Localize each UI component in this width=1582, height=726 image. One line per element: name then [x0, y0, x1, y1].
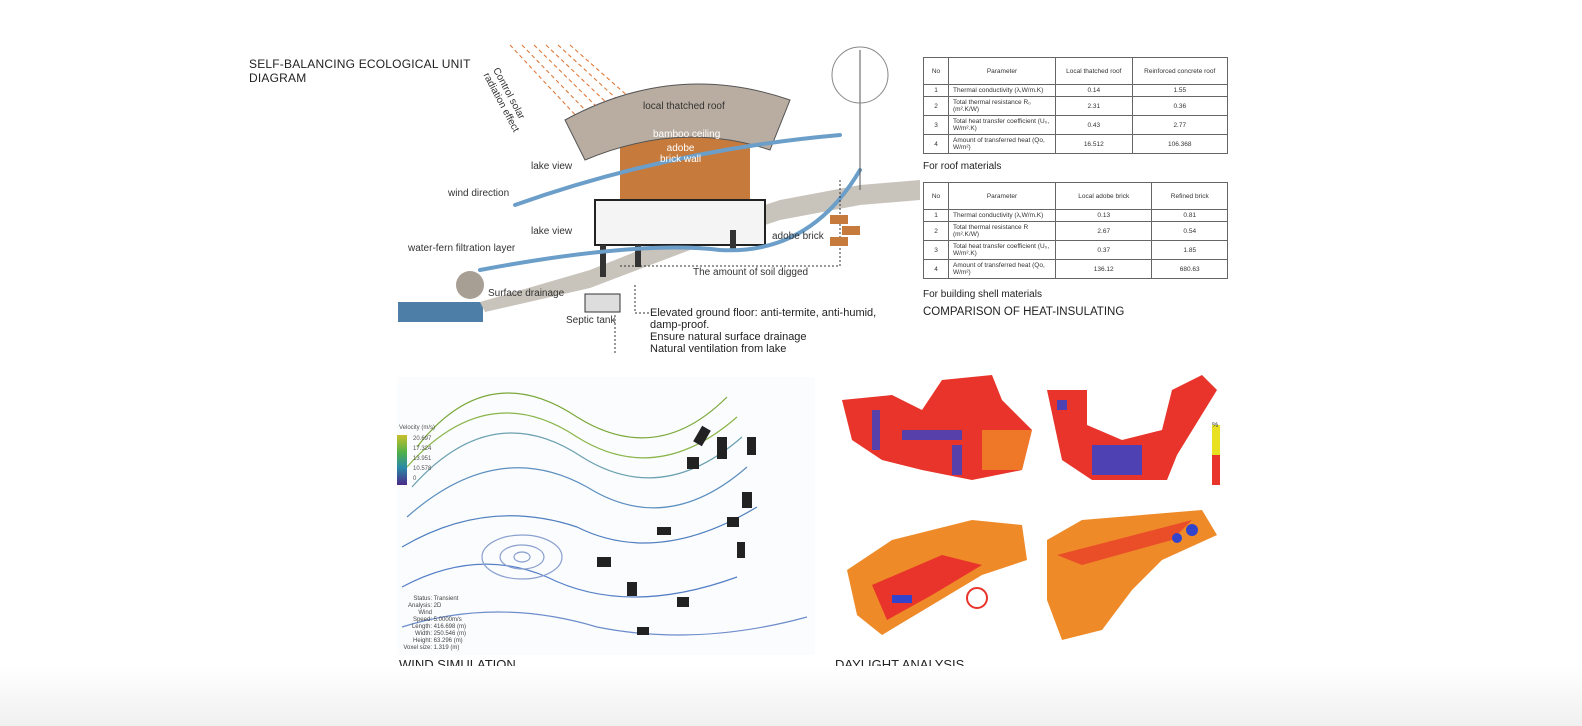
daylight-legend-unit: % [1212, 422, 1219, 429]
table-row: 2 Total thermal resistance R₀ (m².K/W) 2… [923, 96, 1229, 116]
table-row: 4 Amount of transferred heat (Qo, W/m²) … [923, 259, 1228, 279]
stat-row: Height: 63.296 (m) [412, 638, 463, 644]
label-soil: The amount of soil digged [693, 267, 809, 278]
label-septic-tank: Septic tank [566, 315, 616, 326]
shell-table-caption: For building shell materials [923, 289, 1042, 300]
stat-row: Voxel size: 1.319 (m) [403, 645, 460, 651]
solar-rays [509, 44, 631, 121]
diagram-notes: Elevated ground floor: anti-termite, ant… [650, 307, 876, 355]
label-wind-direction: wind direction [448, 188, 510, 199]
stat-row: Width: 250.546 (m) [414, 631, 467, 637]
wind-simulation-image [397, 377, 815, 655]
col-a: Local thatched roof [1055, 57, 1133, 85]
table-row: 2 Total thermal resistance R (m².K/W) 2.… [923, 221, 1228, 241]
wind-arrows [478, 133, 862, 272]
notes-connector [614, 285, 650, 355]
label-filtration: water-fern filtration layer [408, 243, 516, 254]
daylight-model-1 [842, 375, 1032, 480]
label-surface-drainage: Surface drainage [488, 288, 565, 299]
roof-table-caption: For roof materials [923, 161, 1002, 172]
stat-row: Analysis: 2D [407, 603, 442, 609]
label-adobe-brick: adobe brick [772, 231, 824, 242]
note-1: Elevated ground floor: anti-termite, ant… [650, 307, 877, 319]
note-3: Ensure natural surface drainage [650, 331, 807, 343]
label-ceiling: bamboo ceiling [653, 129, 721, 140]
roof-table-header: No Parameter Local thatched roof Reinfor… [923, 57, 1229, 85]
shell-table-header: No Parameter Local adobe brick Refined b… [923, 182, 1228, 210]
stilts [600, 230, 736, 277]
note-2: damp-proof. [650, 319, 710, 331]
wind-stats: Status: Transient Analysis: 2D Wind Spee… [398, 596, 466, 652]
stat-row: Status: Transient [413, 596, 459, 602]
adobe-bricks [830, 215, 860, 246]
note-4: Natural ventilation from lake [650, 343, 787, 355]
table-row: 3 Total heat transfer coefficient (U₀, W… [923, 240, 1228, 260]
velocity-legend-title: Velocity (m/s) [399, 425, 436, 431]
label-wall: adobe brick wall [660, 143, 702, 165]
table-row: 1 Thermal conductivity (λ,W/m.K) 0.14 1.… [923, 84, 1229, 97]
daylight-model-3 [847, 520, 1027, 635]
velocity-legend-bar [397, 435, 407, 485]
daylight-model-2 [1047, 375, 1220, 485]
table-row: 4 Amount of transferred heat (Qo, W/m²) … [923, 134, 1229, 154]
diagram-title-line1: SELF-BALANCING ECOLOGICAL UNIT [249, 57, 471, 71]
col-b: Reinforced concrete roof [1131, 57, 1229, 85]
thatched-roof [564, 83, 791, 161]
ecological-section-diagram [398, 44, 920, 355]
lake-tree [456, 271, 484, 299]
stat-row: Wind Speed: 5.0000m/s [412, 610, 462, 623]
roof-table: No Parameter Local thatched roof Reinfor… [923, 57, 1229, 154]
col-parameter: Parameter [948, 57, 1056, 85]
col-no: No [923, 57, 949, 85]
diagram-title-line2: DIAGRAM [249, 71, 307, 85]
diagram-title: SELF-BALANCING ECOLOGICAL UNIT DIAGRAM [249, 57, 471, 85]
table-row: 3 Total heat transfer coefficient (U₀, W… [923, 115, 1229, 135]
septic-tank-box [584, 293, 621, 313]
col-b: Refined brick [1151, 182, 1228, 210]
daylight-model-4 [1047, 510, 1217, 640]
stat-row: Length: 416.698 (m) [411, 624, 467, 630]
col-no: No [923, 182, 949, 210]
daylight-analysis-image [842, 375, 1220, 640]
lake-water [398, 302, 483, 322]
label-lake-view-top: lake view [531, 161, 573, 172]
soil-line [620, 180, 841, 267]
floor-shadow [0, 666, 1582, 726]
comparison-title: COMPARISON OF HEAT-INSULATING [923, 306, 1125, 318]
velocity-legend: Velocity (m/s) 20.697 17.324 13.951 10.5… [399, 425, 436, 482]
label-roof: local thatched roof [643, 101, 725, 112]
col-parameter: Parameter [948, 182, 1056, 210]
ground-floor [594, 199, 766, 246]
tall-tree [831, 46, 889, 190]
shell-table: No Parameter Local adobe brick Refined b… [923, 182, 1228, 279]
label-lake-view-bottom: lake view [531, 226, 573, 237]
col-a: Local adobe brick [1054, 182, 1153, 210]
table-row: 1 Thermal conductivity (λ,W/m.K) 0.13 0.… [923, 209, 1228, 222]
